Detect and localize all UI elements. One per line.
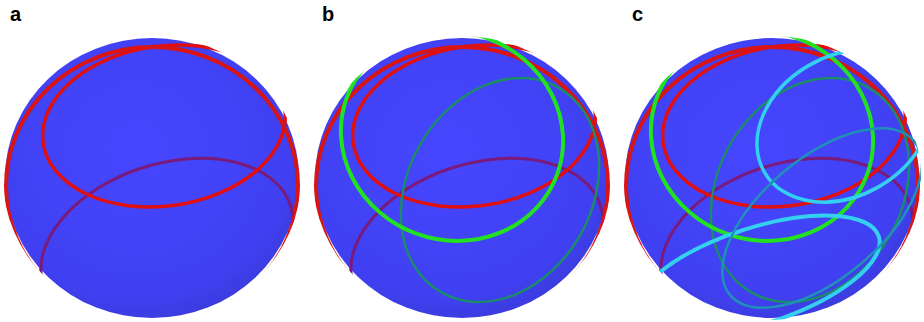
red-rim bbox=[6, 47, 298, 322]
green-ring-front bbox=[621, 0, 903, 272]
cyan-ring-back bbox=[692, 95, 924, 322]
great-circles bbox=[620, 0, 924, 322]
cyan-ring-lower bbox=[620, 191, 893, 322]
red-rim bbox=[316, 47, 608, 322]
sphere bbox=[315, 38, 609, 318]
panel-label: c bbox=[632, 4, 643, 24]
cyan-ring-front bbox=[729, 19, 924, 232]
sphere bbox=[5, 38, 299, 318]
red-ring-back bbox=[638, 128, 924, 322]
red-ring-front bbox=[342, 30, 606, 222]
green-ring-back bbox=[361, 42, 638, 322]
green-ring-front bbox=[311, 0, 593, 272]
panel-label: a bbox=[10, 4, 21, 24]
great-circles bbox=[311, 0, 638, 322]
panel-label: b bbox=[322, 4, 334, 24]
sphere bbox=[625, 38, 919, 318]
red-ring-front bbox=[32, 30, 296, 222]
great-circles bbox=[6, 30, 316, 322]
